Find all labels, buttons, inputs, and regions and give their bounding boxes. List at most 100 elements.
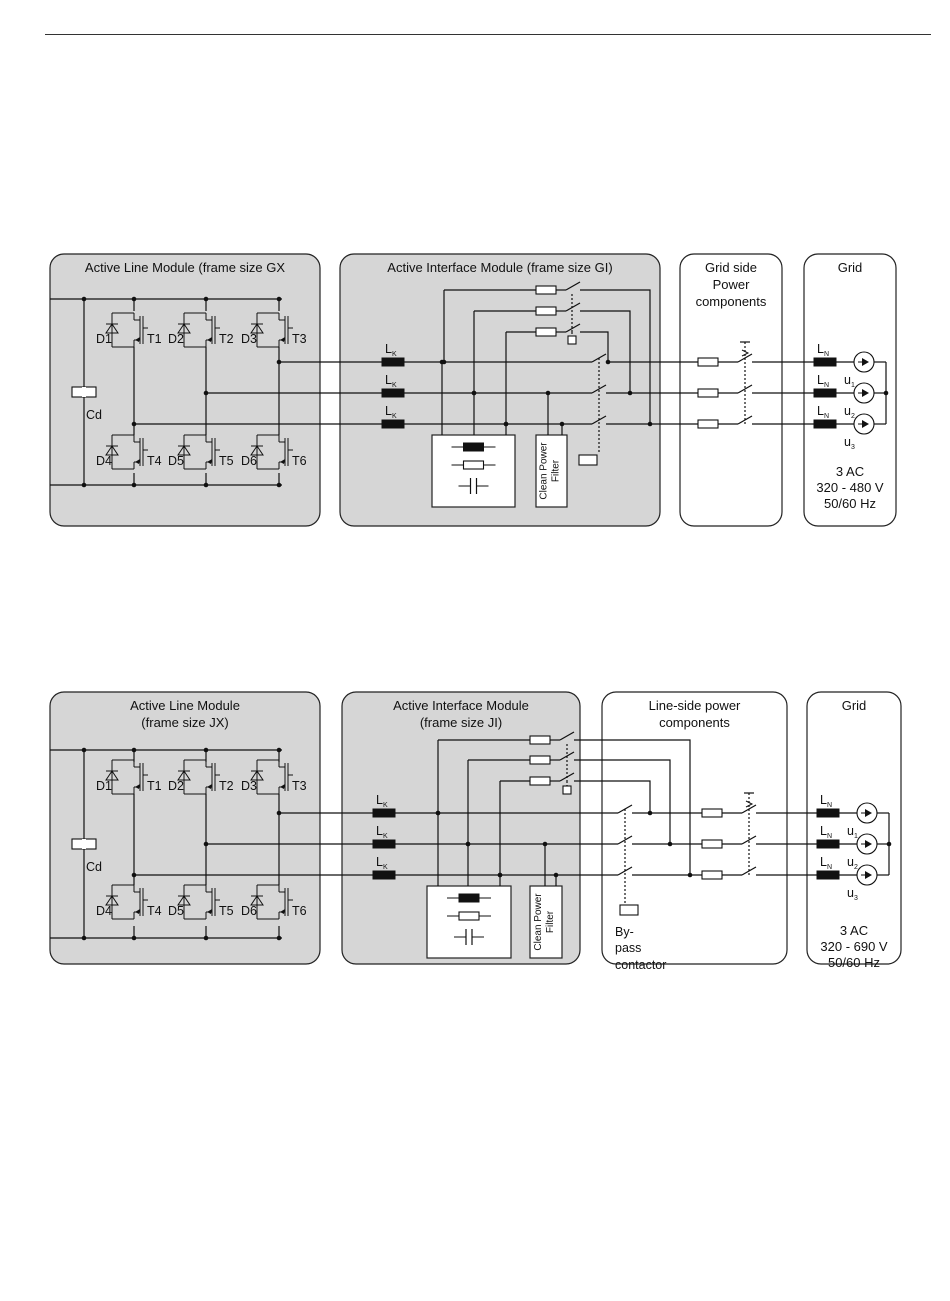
circuit-diagram-jx: Active Line Module(frame size JX)Active … bbox=[49, 691, 902, 972]
diode-label: D6 bbox=[241, 454, 257, 468]
voltage-source-label-subscript: 1 bbox=[851, 382, 855, 389]
igbt-arrow bbox=[207, 337, 212, 342]
igbt-arrow bbox=[207, 459, 212, 464]
fuse-symbol bbox=[701, 808, 723, 818]
transistor-label: T3 bbox=[292, 779, 307, 793]
diode-label: D3 bbox=[241, 779, 257, 793]
diode-symbol bbox=[177, 770, 191, 781]
transistor-label: T6 bbox=[292, 904, 307, 918]
junction-dot bbox=[203, 482, 209, 488]
junction-dot bbox=[203, 296, 209, 302]
igbt-arrow bbox=[280, 909, 285, 914]
switch-contact-symbol bbox=[565, 302, 581, 312]
junction-dot bbox=[131, 482, 137, 488]
transistor-label: T4 bbox=[147, 904, 162, 918]
voltage-source-label: u1 bbox=[844, 373, 855, 389]
fuse-symbol bbox=[697, 419, 719, 429]
fuse-symbol bbox=[701, 870, 723, 880]
grid-title: Grid bbox=[842, 698, 867, 713]
voltage-source-arrow bbox=[862, 389, 869, 397]
switch-contact-symbol bbox=[559, 731, 575, 741]
precharge-resistor bbox=[529, 755, 551, 765]
voltage-source-label-subscript: 3 bbox=[854, 895, 858, 902]
diode-label: D2 bbox=[168, 332, 184, 346]
aim-title: Active Interface Module bbox=[393, 698, 529, 713]
capacitor-label: Cd bbox=[86, 408, 102, 422]
junction-dot bbox=[559, 421, 565, 427]
voltage-source-label-symbol: u bbox=[847, 824, 854, 838]
alm-title: (frame size JX) bbox=[141, 715, 228, 730]
junction-dot bbox=[131, 296, 137, 302]
reactor-label-subscript: K bbox=[383, 833, 388, 840]
voltage-source-label: u3 bbox=[847, 886, 858, 902]
junction-dot bbox=[545, 390, 551, 396]
commutating-reactor bbox=[381, 419, 405, 429]
diode-label: D3 bbox=[241, 332, 257, 346]
voltage-source-arrow bbox=[865, 809, 872, 817]
diode-symbol bbox=[105, 323, 119, 334]
transistor-label: T1 bbox=[147, 779, 162, 793]
reactor-label-subscript: K bbox=[392, 382, 397, 389]
panel-grid bbox=[806, 691, 902, 965]
lpc-title: components bbox=[696, 294, 767, 309]
precharge-resistor bbox=[529, 735, 551, 745]
reactor-label: LK bbox=[376, 793, 388, 809]
junction-dot bbox=[471, 390, 477, 396]
grid-inductance bbox=[816, 870, 840, 880]
reactor-label: LK bbox=[376, 855, 388, 871]
diode-symbol bbox=[250, 445, 264, 456]
bypass-contactor-label: contactor bbox=[615, 958, 666, 972]
grid-inductance bbox=[813, 357, 837, 367]
igbt-arrow bbox=[135, 337, 140, 342]
clean-power-filter-text: Clean Power bbox=[539, 442, 550, 500]
commutating-reactor bbox=[381, 357, 405, 367]
reactor-label-symbol: L bbox=[376, 824, 383, 838]
bypass-contactor-label: By- bbox=[615, 925, 634, 939]
junction-dot bbox=[553, 872, 559, 878]
precharge-resistor bbox=[535, 306, 557, 316]
voltage-source-label: u3 bbox=[844, 435, 855, 451]
grid-inductance-label: LN bbox=[817, 373, 829, 389]
lpc-title: components bbox=[659, 715, 730, 730]
switch-contact-symbol bbox=[591, 384, 607, 394]
junction-dot bbox=[81, 296, 87, 302]
voltage-source-label-symbol: u bbox=[844, 373, 851, 387]
diode-symbol bbox=[177, 895, 191, 906]
voltage-source-label: u1 bbox=[847, 824, 858, 840]
diode-symbol bbox=[250, 323, 264, 334]
grid-inductance-label-symbol: L bbox=[820, 793, 827, 807]
diode-symbol bbox=[105, 895, 119, 906]
reactor-label: LK bbox=[376, 824, 388, 840]
panel-grid bbox=[803, 253, 897, 527]
clean-power-filter-box bbox=[535, 434, 568, 508]
switch-contact-symbol bbox=[741, 835, 757, 845]
grid-inductance-label-subscript: N bbox=[824, 351, 829, 358]
diode-symbol bbox=[250, 770, 264, 781]
junction-dot bbox=[203, 935, 209, 941]
precharge-contactor-coil bbox=[562, 785, 572, 795]
grid-inductance-label: LN bbox=[820, 824, 832, 840]
precharge-resistor bbox=[529, 776, 551, 786]
capacitor-gap bbox=[82, 387, 86, 397]
igbt-arrow bbox=[207, 784, 212, 789]
reactor-label: LK bbox=[385, 342, 397, 358]
panel-line-side-power-components bbox=[679, 253, 783, 527]
voltage-source-arrow bbox=[862, 358, 869, 366]
reactor-label-subscript: K bbox=[383, 802, 388, 809]
switch-contact-symbol bbox=[737, 384, 753, 394]
transistor-label: T6 bbox=[292, 454, 307, 468]
diode-label: D2 bbox=[168, 779, 184, 793]
voltage-source-label-symbol: u bbox=[847, 886, 854, 900]
commutating-reactor bbox=[372, 839, 396, 849]
fuse-symbol bbox=[697, 388, 719, 398]
lpc-title: Power bbox=[713, 277, 751, 292]
grid-inductance-label: LN bbox=[820, 793, 832, 809]
junction-dot bbox=[81, 935, 87, 941]
voltage-source-label-symbol: u bbox=[844, 435, 851, 449]
igbt-arrow bbox=[280, 784, 285, 789]
diode-symbol bbox=[105, 445, 119, 456]
voltage-source-label-subscript: 3 bbox=[851, 444, 855, 451]
grid-inductance-label-symbol: L bbox=[817, 404, 824, 418]
voltage-source-label-subscript: 2 bbox=[851, 413, 855, 420]
